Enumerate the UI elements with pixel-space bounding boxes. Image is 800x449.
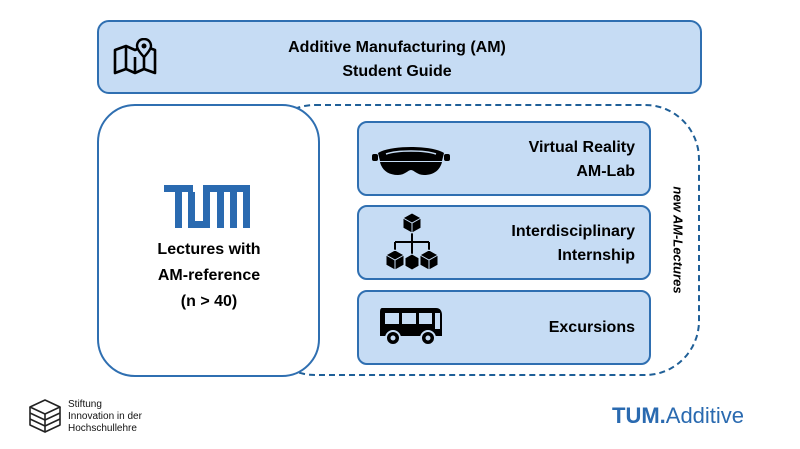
internship-box: Interdisciplinary Internship bbox=[357, 205, 651, 280]
stiftung-line-3: Hochschullehre bbox=[68, 423, 137, 434]
tum-additive-brand: TUM.Additive bbox=[612, 402, 744, 430]
page-title: Additive Manufacturing (AM) Student Guid… bbox=[262, 36, 532, 84]
brand-additive: Additive bbox=[665, 403, 745, 428]
bus-icon bbox=[380, 308, 442, 346]
lectures-description: Lectures with AM-reference (n > 40) bbox=[120, 237, 298, 315]
vr-headset-icon bbox=[372, 147, 450, 175]
excursions-label: Excursions bbox=[548, 319, 635, 336]
lectures-line-3: (n > 40) bbox=[180, 293, 238, 310]
stiftung-line-1: Stiftung bbox=[68, 399, 102, 410]
vr-label-line-1: Virtual Reality bbox=[528, 139, 635, 156]
student-guide-banner bbox=[97, 20, 702, 94]
lectures-line-2: AM-reference bbox=[157, 267, 261, 284]
map-icon bbox=[113, 38, 157, 75]
internship-line-1: Interdisciplinary bbox=[511, 223, 635, 240]
stiftung-logo-icon bbox=[29, 399, 61, 433]
cubes-network-icon bbox=[385, 212, 439, 271]
title-line-2: Student Guide bbox=[342, 63, 452, 80]
lectures-box bbox=[97, 104, 320, 377]
lectures-line-1: Lectures with bbox=[157, 241, 261, 258]
tum-logo-icon bbox=[164, 185, 250, 228]
stiftung-line-2: Innovation in der bbox=[68, 411, 142, 422]
vr-label-line-2: AM-Lab bbox=[576, 163, 635, 180]
excursions-box: Excursions bbox=[357, 290, 651, 365]
title-line-1: Additive Manufacturing (AM) bbox=[288, 39, 506, 56]
internship-label: Interdisciplinary Internship bbox=[435, 220, 635, 268]
new-lectures-label: new AM-Lectures bbox=[670, 186, 686, 294]
brand-tum: TUM. bbox=[612, 403, 666, 428]
vr-lab-label: Virtual Reality AM-Lab bbox=[435, 136, 635, 184]
stiftung-name: Stiftung Innovation in der Hochschullehr… bbox=[68, 399, 142, 435]
internship-line-2: Internship bbox=[557, 247, 635, 264]
